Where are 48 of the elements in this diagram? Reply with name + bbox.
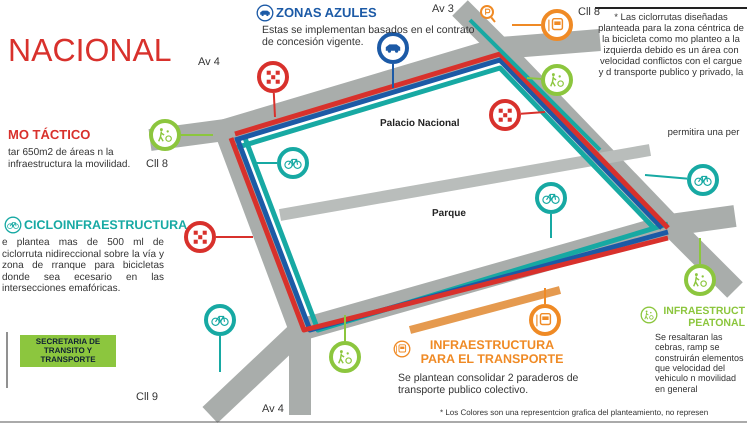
- callout-circle: [529, 304, 561, 336]
- street-name: Av 4: [198, 56, 220, 69]
- leader-line: [181, 134, 213, 136]
- callout-circle: [541, 64, 573, 96]
- street-name: Cll 8: [578, 6, 600, 19]
- callout-circle: [329, 341, 361, 373]
- leader-line: [644, 174, 688, 180]
- description: Se resaltaran las cebras, ramp se construirán elementos que velocidad del vehiculo n movilidad en general: [655, 332, 745, 394]
- leader-line: [550, 214, 552, 238]
- heading: ZONAS AZULES: [276, 6, 378, 21]
- place-name: Parque: [432, 208, 467, 220]
- callout-circle: [204, 304, 236, 336]
- callout-circle: [277, 147, 309, 179]
- leader-line: [544, 288, 546, 304]
- leader-line: [344, 315, 346, 341]
- description: tar 650m2 de áreas n la infraestructura la movilidad.: [8, 147, 132, 170]
- description: e plantea mas de 500 ml de ciclorruta nidireccional sobre la vía y zona de rranque para bicicletas donde sea ecesario en las intersecciones emafóricas.: [2, 237, 164, 294]
- leader-line: [255, 162, 277, 164]
- leader-line: [219, 336, 221, 372]
- callout-circle: [535, 182, 567, 214]
- title: NACIONAL: [8, 32, 173, 69]
- leader-line: [512, 24, 541, 26]
- street-name: Av 3: [432, 3, 454, 16]
- callout-circle: [489, 99, 521, 131]
- description: Se plantean consolidar 2 paraderos de transporte publico colectivo.: [398, 372, 580, 396]
- leader-line: [392, 64, 394, 88]
- heading: INFRAESTRUCT PEATONAL: [662, 305, 745, 330]
- street-name: Cll 8: [146, 158, 168, 171]
- heading: INFRAESTRUCTURA PARA EL TRANSPORTE: [420, 338, 564, 367]
- footnote: * Los Colores son una representcion grafica del planteamiento, no represen: [440, 408, 708, 418]
- description: Estas se implementan basados en el contrato de concesión vigente.: [262, 24, 476, 48]
- leader-line: [699, 238, 701, 264]
- callout-circle: [687, 164, 719, 196]
- note: permitira una per: [666, 128, 740, 139]
- note: * Las ciclorrutas diseñadas planteada para la zona céntrica de la bicicleta como mo planteo a la izquierda debido es un área con velocidad conflictos con el cargue y d transporte publico y privado, la: [598, 13, 745, 79]
- street-name: Cll 9: [136, 391, 158, 404]
- callout-circle: [377, 32, 409, 64]
- leader-line: [272, 92, 276, 118]
- leader-line: [526, 77, 542, 80]
- street-name: Av 4: [262, 403, 284, 416]
- leader-line: [490, 16, 496, 23]
- callout-circle: [149, 119, 181, 151]
- heading: MO TÁCTICO: [8, 128, 92, 143]
- banner: SECRETARIA DE TRANSITO Y TRANSPORTE: [20, 335, 116, 367]
- callout-circle: [257, 61, 289, 93]
- leader-line: [216, 236, 253, 238]
- leader-line: [520, 111, 546, 115]
- place-name: Palacio Nacional: [380, 118, 460, 130]
